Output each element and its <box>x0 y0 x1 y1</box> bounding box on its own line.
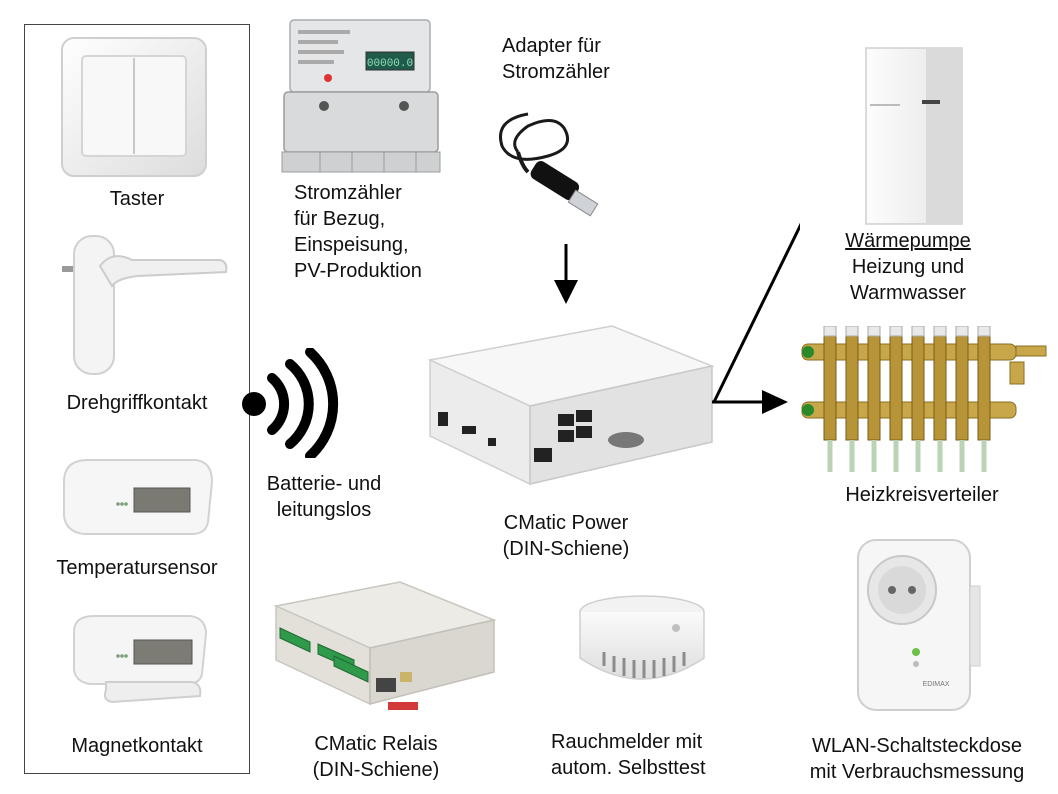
drehgriff-label: Drehgriffkontakt <box>66 392 208 414</box>
drehgriff-image <box>62 235 228 375</box>
taster-image <box>61 37 207 177</box>
cmatic-power-image <box>427 325 715 486</box>
rauchmelder-image <box>579 595 705 680</box>
magnetkontakt-label: Magnetkontakt <box>71 735 203 757</box>
wireless-icon <box>242 348 339 458</box>
adapter-image <box>499 112 599 217</box>
manifold-arrow <box>712 390 788 414</box>
cmatic-power-label: CMatic Power (DIN-Schiene) <box>502 512 630 560</box>
svg-text:00000.0: 00000.0 <box>367 58 413 70</box>
wlan-steckdose-image: EDIMAX <box>857 539 981 711</box>
taster-label: Taster <box>109 188 165 210</box>
adapter-label: Adapter für Stromzähler <box>502 35 610 83</box>
svg-text:EDIMAX: EDIMAX <box>923 681 950 688</box>
adapter-arrow <box>554 244 578 304</box>
temperatursensor-label: Temperatursensor <box>56 557 218 579</box>
heizkreisverteiler-label: Heizkreisverteiler <box>845 484 999 506</box>
output-arrows <box>712 222 800 403</box>
wireless-label: Batterie- und leitungslos <box>266 473 382 521</box>
heizkreisverteiler-image <box>801 326 1047 472</box>
magnetkontakt-image <box>73 615 208 704</box>
stromzaehler-label: Stromzähler für Bezug, Einspeisung, PV-P… <box>294 182 422 282</box>
cmatic-relais-label: CMatic Relais (DIN-Schiene) <box>312 733 440 781</box>
wlan-steckdose-label: WLAN-Schaltsteckdose mit Verbrauchsmessu… <box>809 735 1025 783</box>
rauchmelder-label: Rauchmelder mit autom. Selbsttest <box>551 731 706 779</box>
temperatursensor-image <box>63 459 214 535</box>
waermepumpe-label: Wärmepumpe Heizung und Warmwasser <box>845 230 971 304</box>
stromzaehler-image: 00000.0 <box>281 19 441 173</box>
cmatic-relais-image <box>273 581 497 710</box>
waermepumpe-image <box>865 47 963 225</box>
